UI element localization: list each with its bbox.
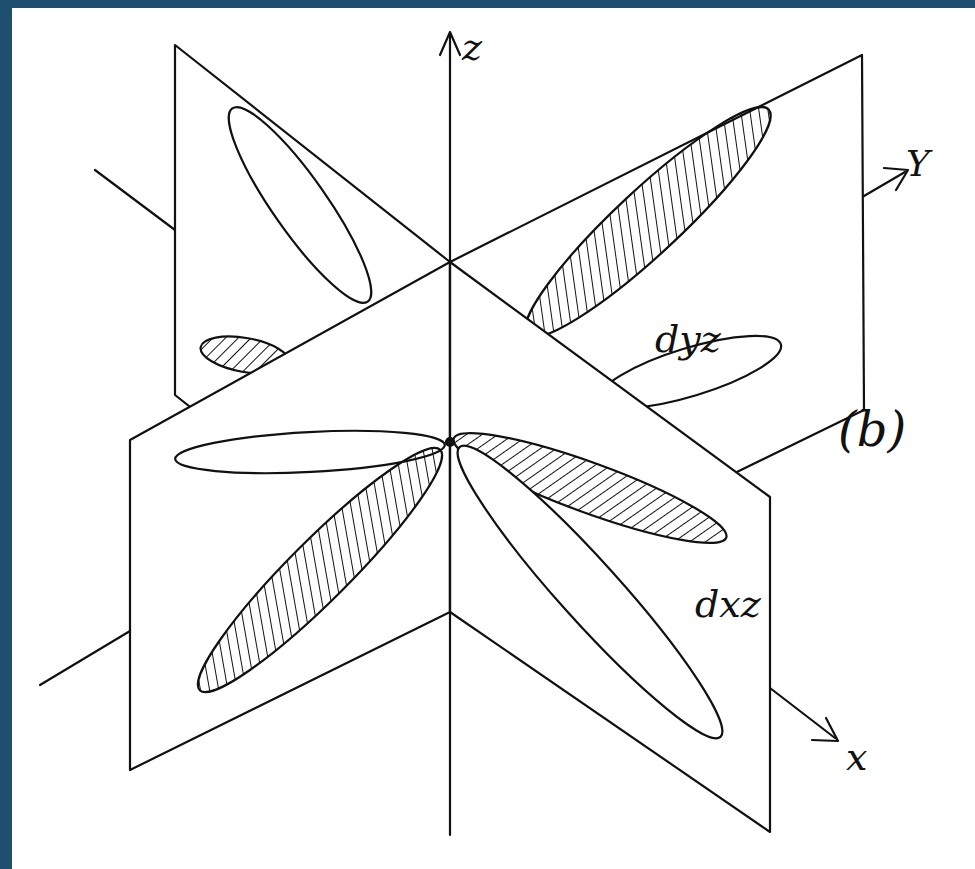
y-axis-front: [40, 631, 130, 685]
z-arrowhead: [440, 32, 460, 55]
orbital-label: dxz: [695, 585, 761, 623]
x-axis-front: [770, 688, 835, 738]
z-axis: [449, 35, 451, 835]
orbital-label: dyz: [655, 320, 721, 358]
xz-plane-front: [450, 262, 770, 832]
orbital-lobe-shaded: [179, 429, 462, 712]
origin-dot: [446, 438, 454, 446]
axis-label: x: [846, 738, 867, 776]
y-arrowhead: [884, 168, 908, 190]
orbital-lobe-shaded: [506, 86, 791, 358]
panel-label: (b): [838, 405, 906, 453]
x-arrowhead: [812, 718, 838, 741]
orbital-lobe: [210, 93, 390, 317]
axis-label: z: [462, 28, 482, 66]
x-axis-back: [95, 170, 175, 230]
axis-label: Y: [906, 146, 930, 182]
